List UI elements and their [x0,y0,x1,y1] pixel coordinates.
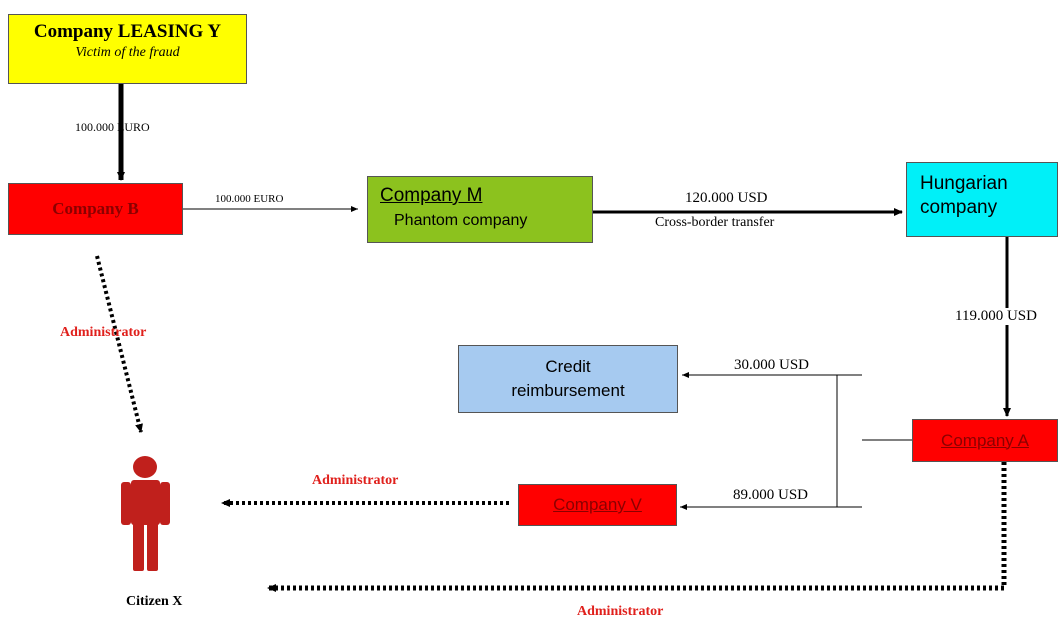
label-a-to-v: 89.000 USD [733,487,809,503]
label-b-to-m: 100.000 EURO [215,193,284,205]
node-company-m-title: Company M [380,185,483,206]
node-leasing-y: Company LEASING Y Victim of the fraud [8,14,247,84]
node-company-v: Company V [518,484,677,526]
node-company-b-label: Company B [52,199,139,218]
dotted-a-to-citizen [267,462,1007,592]
node-leasing-title: Company LEASING Y [33,21,222,42]
node-credit-label: Credit reimbursement [511,357,625,400]
node-citizen-label: Citizen X [126,594,183,609]
label-v-admin: Administrator [312,473,399,488]
person-icon [121,456,170,571]
node-company-a: Company A [912,419,1058,462]
label-a-to-credit: 30.000 USD [734,357,810,373]
dotted-b-to-citizen [95,255,143,433]
label-hungarian-to-a: 119.000 USD [955,308,1037,325]
node-company-m-subtitle: Phantom company [394,212,528,229]
node-hungarian-company: Hungarian company [906,162,1058,237]
node-company-v-label: Company V [553,495,642,514]
node-leasing-subtitle: Victim of the fraud [75,45,180,60]
label-leasing-to-b: 100.000 EURO [75,120,150,134]
label-m-to-hungarian-note: Cross-border transfer [655,215,775,230]
node-company-b: Company B [8,183,183,235]
node-company-a-label: Company A [941,430,1029,450]
node-company-m: Company M Phantom company [367,176,593,243]
node-credit-reimbursement: Credit reimbursement [458,345,678,413]
label-m-to-hungarian-amount: 120.000 USD [685,190,768,206]
label-b-admin: Administrator [60,325,147,340]
node-hungarian-label: Hungarian company [920,173,1008,218]
label-a-admin: Administrator [577,604,664,619]
